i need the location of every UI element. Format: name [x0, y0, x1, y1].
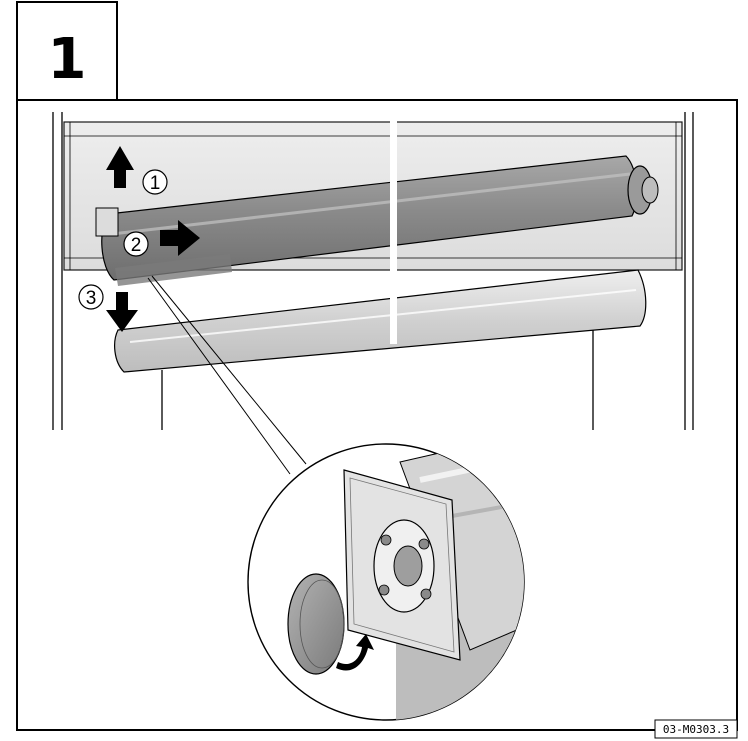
callout-3-label: 3: [86, 288, 97, 309]
callout-2-label: 2: [131, 235, 142, 256]
window-frame: [52, 112, 694, 430]
rotate-arrow-icon: [336, 634, 374, 671]
center-gap: [390, 112, 397, 344]
callout-3-circle: [78, 284, 104, 310]
arrow-up-icon: [106, 146, 134, 188]
arrow-down-icon: [106, 292, 138, 332]
zoom-leader-lines: [147, 275, 307, 475]
outer-frame: [16, 99, 738, 731]
fabric-roll: [114, 269, 647, 373]
callout-2: 2: [123, 220, 200, 257]
step-number-box: 1: [16, 1, 118, 101]
zoom-detail: [247, 443, 525, 721]
reference-code: 03-M0303.3: [663, 723, 729, 736]
reference-code-box: 03-M0303.3: [654, 719, 738, 739]
callout-1-circle: [142, 169, 168, 195]
callout-3: 3: [78, 284, 138, 332]
callout-1-label: 1: [150, 173, 161, 194]
step-number: 1: [48, 27, 87, 92]
callout-1: 1: [106, 146, 168, 195]
callout-2-circle: [123, 231, 149, 257]
arrow-right-icon: [160, 220, 200, 256]
roller-tube: [95, 155, 659, 286]
